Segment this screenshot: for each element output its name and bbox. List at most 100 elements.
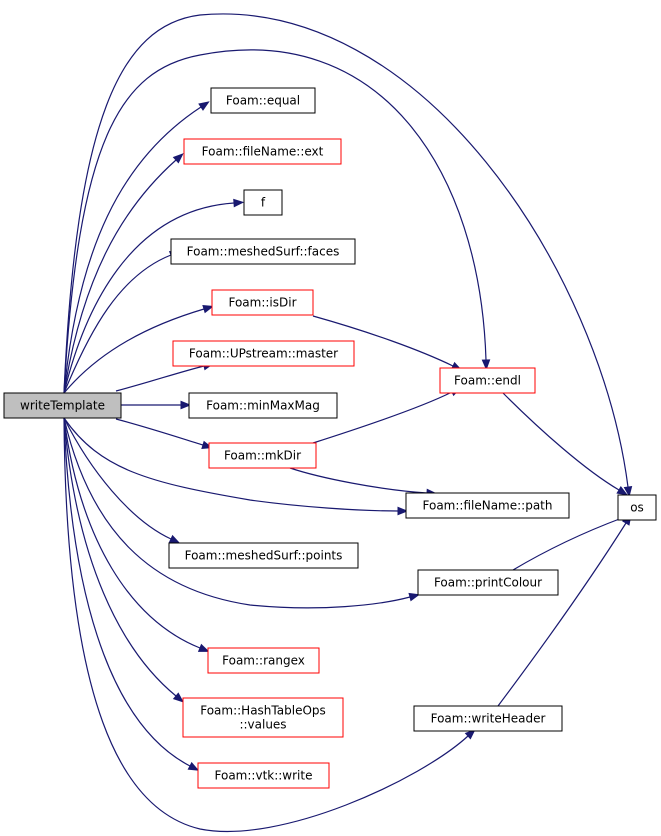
- edge-arrowhead: [180, 400, 192, 410]
- edge-line: [63, 13, 629, 488]
- node-label: Foam::UPstream::master: [189, 347, 338, 361]
- edge-line: [63, 417, 177, 697]
- edge-arrowhead: [202, 304, 214, 314]
- edge-writeTemplate-to-ext: [63, 153, 184, 394]
- edge-writeTemplate-to-endl: [63, 49, 491, 394]
- node-f[interactable]: f: [243, 189, 283, 216]
- node-minMaxMag[interactable]: Foam::minMaxMag: [188, 392, 338, 419]
- node-box: [439, 367, 536, 394]
- edge-writeTemplate-to-path: [63, 417, 409, 516]
- node-faces[interactable]: Foam::meshedSurf::faces: [170, 238, 356, 265]
- node-label: Foam::printColour: [434, 576, 542, 590]
- edge-arrowhead: [168, 534, 181, 544]
- edge-writeTemplate-to-f: [63, 198, 245, 394]
- node-label: f: [261, 196, 266, 210]
- edge-arrowhead: [198, 101, 210, 111]
- node-label: Foam::writeHeader: [431, 712, 546, 726]
- edge-arrowhead: [187, 761, 200, 771]
- node-vtkwrite[interactable]: Foam::vtk::write: [197, 762, 330, 789]
- node-endl[interactable]: Foam::endl: [439, 367, 536, 394]
- edge-writeTemplate-to-isDir: [63, 304, 214, 394]
- edge-writeTemplate-to-mkDir: [115, 418, 213, 450]
- node-label: ::values: [239, 718, 286, 732]
- edge-writeTemplate-to-faces: [63, 251, 181, 394]
- node-label: Foam::fileName::path: [423, 499, 553, 513]
- node-box: [208, 442, 317, 469]
- edges-layer: [63, 13, 633, 833]
- node-label: Foam::fileName::ext: [202, 145, 324, 159]
- edge-line: [312, 391, 453, 444]
- edge-endl-to-os: [502, 392, 628, 496]
- edge-line: [63, 202, 235, 394]
- node-label: Foam::minMaxMag: [206, 399, 320, 413]
- edge-arrowhead: [172, 692, 184, 703]
- node-label: os: [630, 501, 644, 515]
- node-master[interactable]: Foam::UPstream::master: [172, 340, 355, 367]
- node-printColour[interactable]: Foam::printColour: [417, 569, 559, 596]
- node-box: [168, 542, 359, 569]
- node-label: Foam::endl: [454, 374, 521, 388]
- node-label: Foam::mkDir: [224, 449, 301, 463]
- edge-arrowhead: [623, 485, 633, 498]
- node-label: Foam::rangex: [222, 654, 305, 668]
- edge-line: [312, 315, 454, 367]
- edge-writeHeader-to-os: [497, 514, 632, 707]
- edge-line: [63, 308, 205, 394]
- edge-line: [63, 417, 399, 512]
- node-os[interactable]: os: [617, 494, 657, 521]
- node-mkDir[interactable]: Foam::mkDir: [208, 442, 317, 469]
- node-ext[interactable]: Foam::fileName::ext: [183, 138, 342, 165]
- edge-line: [63, 417, 411, 609]
- node-box: [197, 762, 330, 789]
- node-box: [211, 289, 314, 316]
- edge-arrowhead: [233, 198, 245, 208]
- node-rangex[interactable]: Foam::rangex: [207, 647, 320, 674]
- node-box: [183, 138, 342, 165]
- edge-mkDir-to-path: [289, 467, 438, 498]
- node-box: [243, 189, 283, 216]
- edge-printColour-to-os: [512, 514, 632, 571]
- edge-arrowhead: [616, 486, 628, 496]
- node-path[interactable]: Foam::fileName::path: [405, 492, 570, 519]
- node-box: [207, 647, 320, 674]
- node-isDir[interactable]: Foam::isDir: [211, 289, 314, 316]
- edge-line: [63, 159, 177, 394]
- node-box: [413, 705, 563, 732]
- edge-arrowhead: [172, 153, 184, 164]
- edge-arrowhead: [397, 506, 409, 516]
- node-writeHeader[interactable]: Foam::writeHeader: [413, 705, 563, 732]
- edge-line: [63, 417, 172, 540]
- node-label: Foam::isDir: [228, 296, 296, 310]
- node-equal[interactable]: Foam::equal: [210, 87, 316, 114]
- edge-arrowhead: [197, 643, 210, 652]
- edge-line: [63, 417, 191, 767]
- edge-writeTemplate-to-master: [115, 361, 215, 392]
- edge-writeTemplate-to-rangex: [63, 417, 210, 652]
- node-values[interactable]: Foam::HashTableOps::values: [182, 697, 344, 738]
- edge-arrowhead: [408, 592, 421, 602]
- edge-writeTemplate-to-minMaxMag: [121, 400, 192, 410]
- edge-arrowhead: [481, 359, 491, 371]
- node-box: [182, 697, 344, 738]
- node-box: [210, 87, 316, 114]
- node-writeTemplate[interactable]: writeTemplate: [3, 392, 122, 419]
- node-label: Foam::meshedSurf::faces: [187, 245, 340, 259]
- nodes-layer: writeTemplate Foam::equalFoam::fileName::…: [3, 87, 657, 789]
- node-box: [417, 569, 559, 596]
- node-points[interactable]: Foam::meshedSurf::points: [168, 542, 359, 569]
- edge-line: [63, 49, 487, 394]
- edge-line: [497, 522, 627, 707]
- edge-line: [115, 365, 205, 392]
- node-box: [188, 392, 338, 419]
- edge-line: [63, 417, 469, 833]
- node-label: writeTemplate: [20, 399, 105, 413]
- edge-writeTemplate-to-equal: [63, 101, 210, 394]
- edge-line: [115, 418, 204, 446]
- edge-line: [289, 467, 428, 494]
- node-box: [170, 238, 356, 265]
- node-box: [172, 340, 355, 367]
- node-box: [405, 492, 570, 519]
- node-label: Foam::vtk::write: [215, 769, 313, 783]
- node-label: Foam::HashTableOps: [200, 704, 326, 718]
